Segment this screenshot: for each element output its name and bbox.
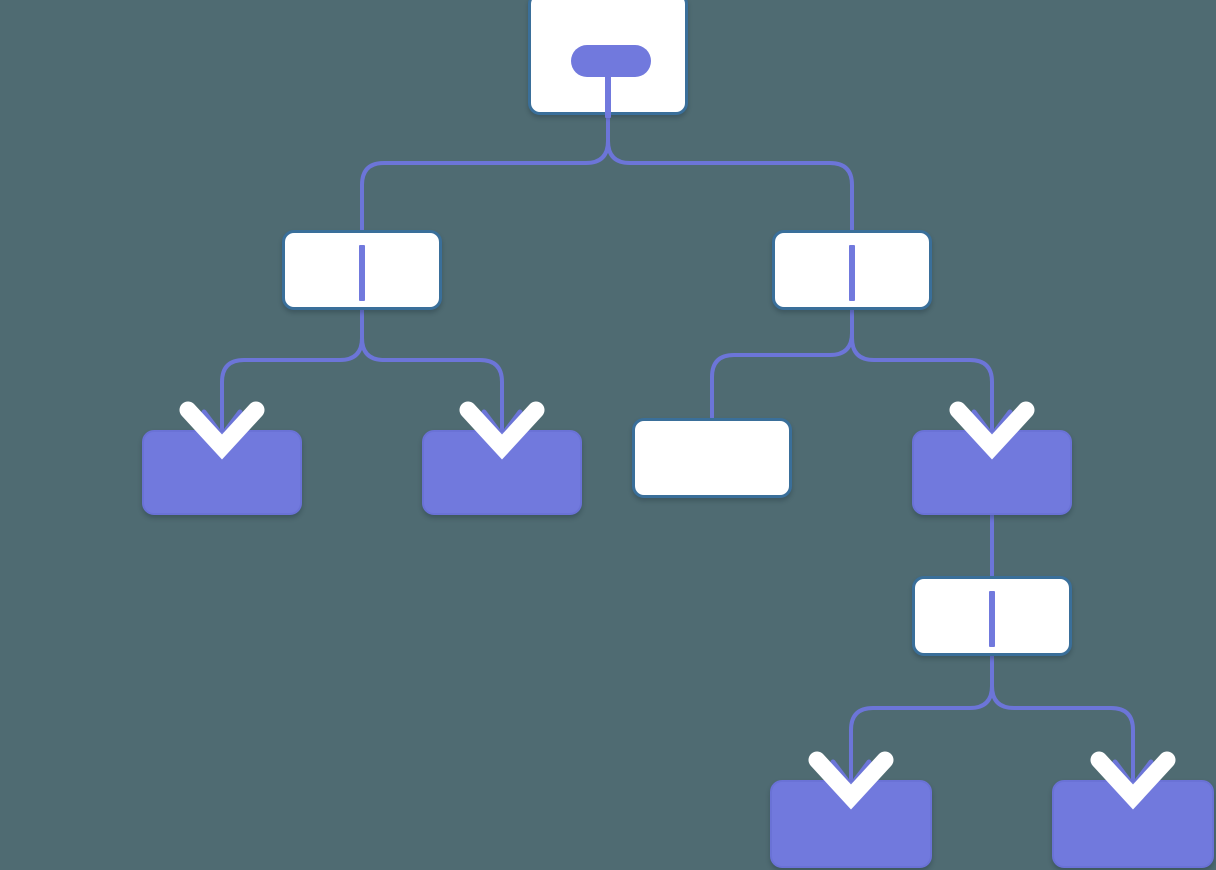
- node-l3-b[interactable]: [422, 430, 582, 515]
- node-l3-d[interactable]: [912, 430, 1072, 515]
- node-l3-c[interactable]: [632, 418, 792, 498]
- root-node-stem: [605, 73, 611, 118]
- node-inner-connector-bar: [989, 591, 995, 647]
- root-node-pill: [571, 45, 651, 77]
- node-inner-connector-bar: [849, 245, 855, 301]
- node-l2-left[interactable]: [282, 230, 442, 310]
- node-l3-a[interactable]: [142, 430, 302, 515]
- node-inner-connector-bar: [359, 245, 365, 301]
- node-l4[interactable]: [912, 576, 1072, 656]
- node-root[interactable]: [528, 0, 688, 118]
- node-l2-right[interactable]: [772, 230, 932, 310]
- node-l5-b[interactable]: [1052, 780, 1214, 868]
- node-l5-a[interactable]: [770, 780, 932, 868]
